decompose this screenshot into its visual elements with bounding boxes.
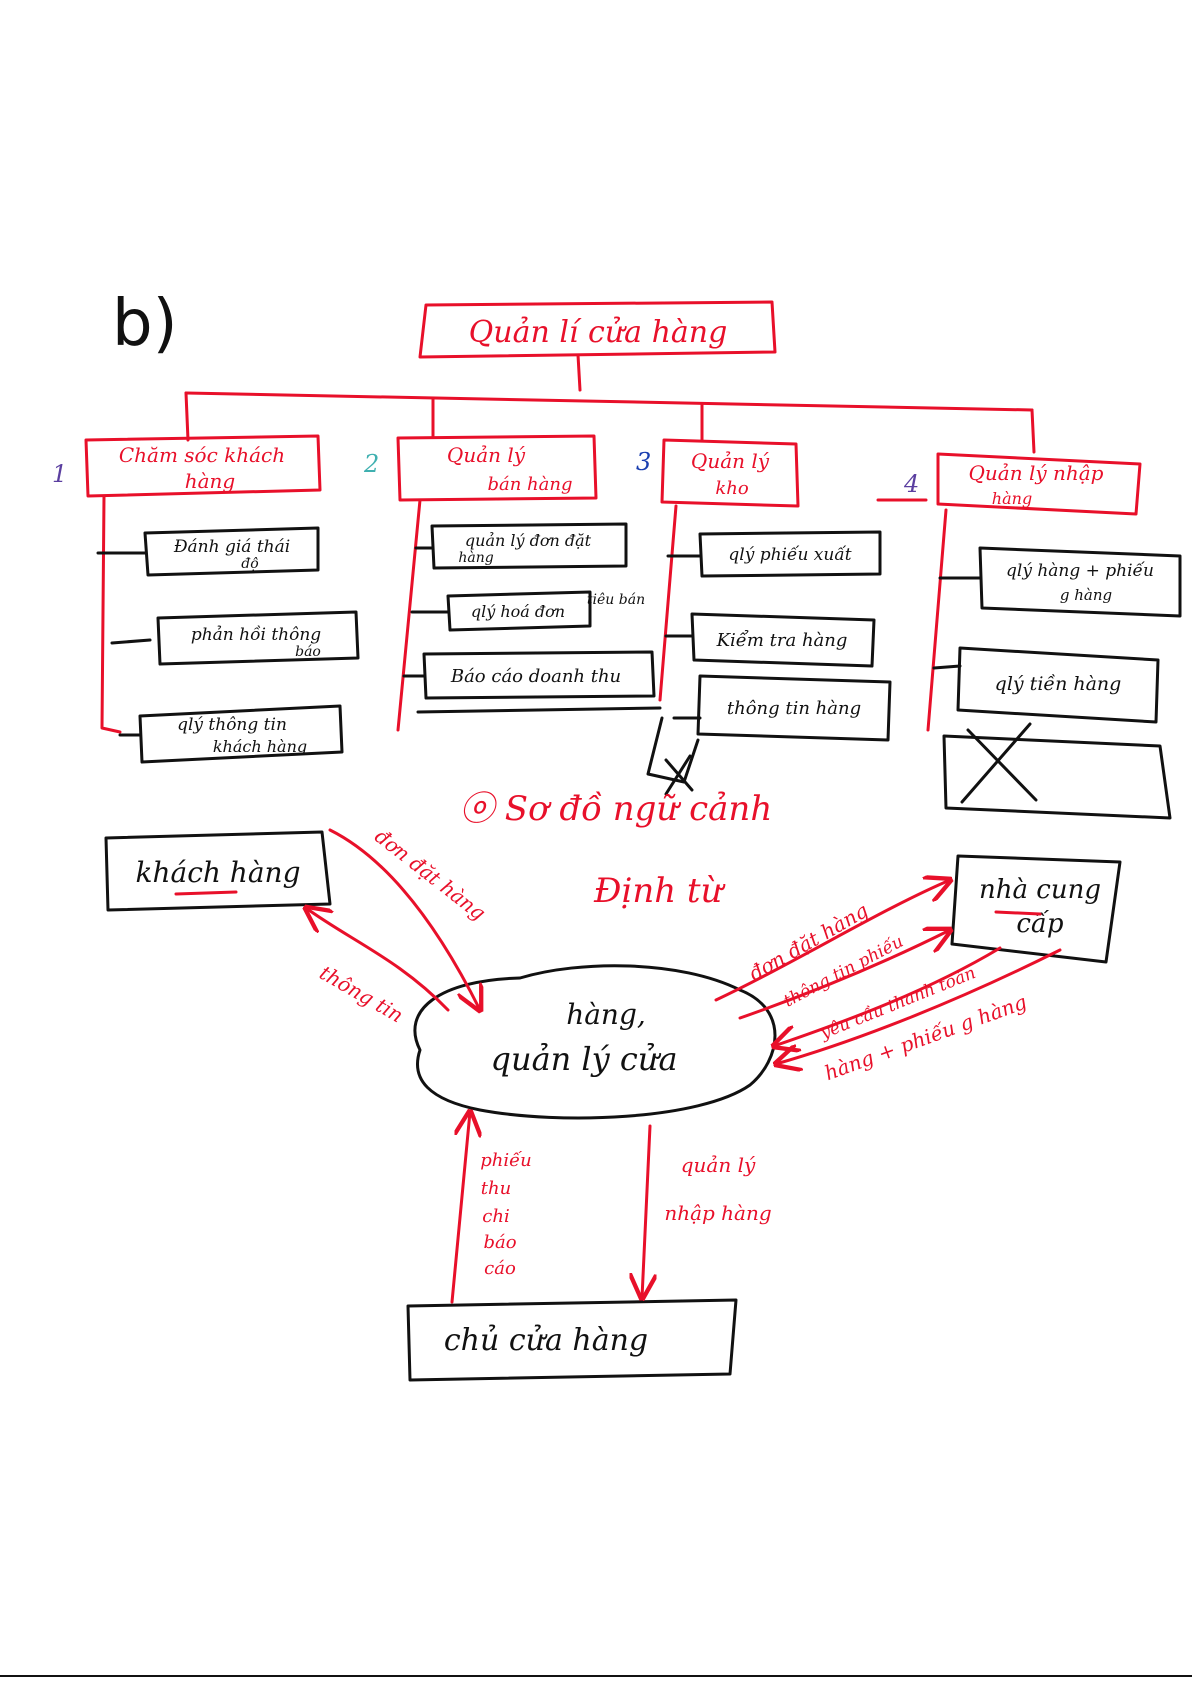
entity-supplier-line1: nhà cung — [979, 875, 1101, 905]
module-3-item-2-line1: Kiểm tra hàng — [716, 629, 848, 651]
entity-supplier: nhà cung cấp — [950, 854, 1122, 964]
module-3-item-1-line1: qlý phiếu xuất — [728, 545, 851, 565]
module-2-item-2-line2: tiêu bán — [587, 592, 645, 608]
module-1-number: 1 — [52, 460, 67, 488]
hierarchy-connectors — [184, 353, 1036, 454]
module-2-title-line2: bán hàng — [487, 474, 572, 495]
module-3-item-3-line1: thông tin hàng — [727, 698, 861, 719]
module-4-item-1: qlý hàng + phiếu g hàng — [938, 546, 1182, 618]
module-4-number: 4 — [903, 470, 919, 498]
module-4-item-1-line1: qlý hàng + phiếu — [1006, 561, 1154, 581]
module-3: 3 Quản lý kho qlý phiếu xuất Kiểm tra hà… — [636, 438, 892, 796]
flow-owner-to-process-line1: phiếu — [480, 1150, 532, 1171]
root-node: Quản lí cửa hàng — [418, 300, 777, 359]
module-4-item-1-line2: g hàng — [1060, 586, 1112, 604]
module-1-item-1-line2: độ — [241, 556, 258, 572]
module-1-item-3-line2: khách hàng — [213, 737, 307, 756]
flow-process-to-owner: quản lý nhập hàng — [642, 1124, 772, 1298]
module-1-item-2-line2: báo — [295, 644, 321, 660]
module-1-title-line1: Chăm sóc khách — [119, 443, 285, 467]
module-2-item-1-line1: quản lý đơn đặt — [465, 531, 592, 550]
flow-owner-to-process-line5: cáo — [484, 1258, 516, 1279]
process-line2: quản lý cửa — [490, 1040, 677, 1078]
entity-owner-label: chủ cửa hàng — [444, 1323, 648, 1358]
module-1-title-line2: hàng — [185, 469, 236, 493]
module-3-crossed-box — [646, 716, 700, 796]
module-3-title-line1: Quản lý — [691, 449, 770, 473]
module-1: 1 Chăm sóc khách hàng Đánh giá thái độ p… — [52, 434, 360, 764]
module-2-item-2: qlý hoá đơn tiêu bán — [410, 590, 645, 632]
flow-supplier-to-process-2: hàng + phiếu g hàng — [776, 948, 1062, 1085]
module-3-item-1: qlý phiếu xuất — [666, 530, 882, 578]
process-line1: hàng, — [566, 998, 646, 1031]
central-process: hàng, quản lý cửa — [413, 964, 777, 1120]
module-2-number: 2 — [363, 450, 379, 478]
module-1-item-3-line1: qlý thông tin — [177, 715, 287, 735]
module-1-item-1: Đánh giá thái độ — [96, 526, 320, 577]
module-2-title-line1: Quản lý — [447, 443, 526, 467]
entity-customer-label: khách hàng — [136, 856, 301, 889]
flow-owner-to-process-line2: thu — [481, 1178, 511, 1199]
module-4: 4 Quản lý nhập hàng qlý hàng + phiếu g h… — [876, 452, 1182, 820]
flow-owner-to-process-line3: chi — [482, 1206, 509, 1227]
module-3-item-2: Kiểm tra hàng — [664, 612, 876, 668]
module-2-item-1: quản lý đơn đặt hàng — [414, 522, 628, 570]
module-2-item-2-line1: qlý hoá đơn — [471, 602, 565, 621]
module-2: 2 Quản lý bán hàng quản lý đơn đặt hàng … — [363, 434, 662, 732]
flow-process-to-customer-label: thông tin — [316, 960, 408, 1027]
module-2-item-3-line1: Báo cáo doanh thu — [450, 666, 621, 687]
flow-owner-to-process: phiếu thu chi báo cáo — [450, 1112, 532, 1304]
module-4-item-2-line1: qlý tiền hàng — [995, 673, 1122, 695]
module-4-title-line1: Quản lý nhập — [969, 461, 1104, 485]
entity-customer: khách hàng — [104, 830, 332, 912]
module-4-title-line2: hàng — [992, 489, 1032, 508]
module-4-item-2: qlý tiền hàng — [932, 646, 1160, 724]
entity-owner: chủ cửa hàng — [406, 1298, 738, 1382]
module-3-number: 3 — [636, 448, 651, 476]
flow-process-to-owner-line2: nhập hàng — [664, 1201, 771, 1225]
module-1-item-3: qlý thông tin khách hàng — [118, 704, 344, 764]
module-1-item-1-line1: Đánh giá thái — [173, 537, 290, 557]
module-2-item-3: Báo cáo doanh thu — [402, 650, 662, 714]
module-3-item-3: thông tin hàng — [672, 674, 892, 742]
part-label: b) — [112, 287, 178, 361]
module-1-item-2: phản hồi thông báo — [110, 610, 360, 666]
module-4-crossed-box — [942, 722, 1172, 820]
flow-process-to-owner-line1: quản lý — [681, 1153, 756, 1177]
module-1-item-2-line1: phản hồi thông — [191, 625, 321, 645]
context-title: ⓞ Sơ đồ ngữ cảnh — [460, 789, 772, 829]
module-2-item-1-line2: hàng — [458, 550, 493, 566]
flow-process-to-customer: thông tin — [306, 908, 450, 1027]
context-subtitle: Định từ — [593, 871, 726, 911]
flow-supplier-to-process-2-label: hàng + phiếu g hàng — [821, 990, 1030, 1085]
flow-owner-to-process-line4: báo — [483, 1232, 516, 1253]
module-3-title-line2: kho — [715, 478, 749, 499]
root-label: Quản lí cửa hàng — [469, 315, 728, 350]
